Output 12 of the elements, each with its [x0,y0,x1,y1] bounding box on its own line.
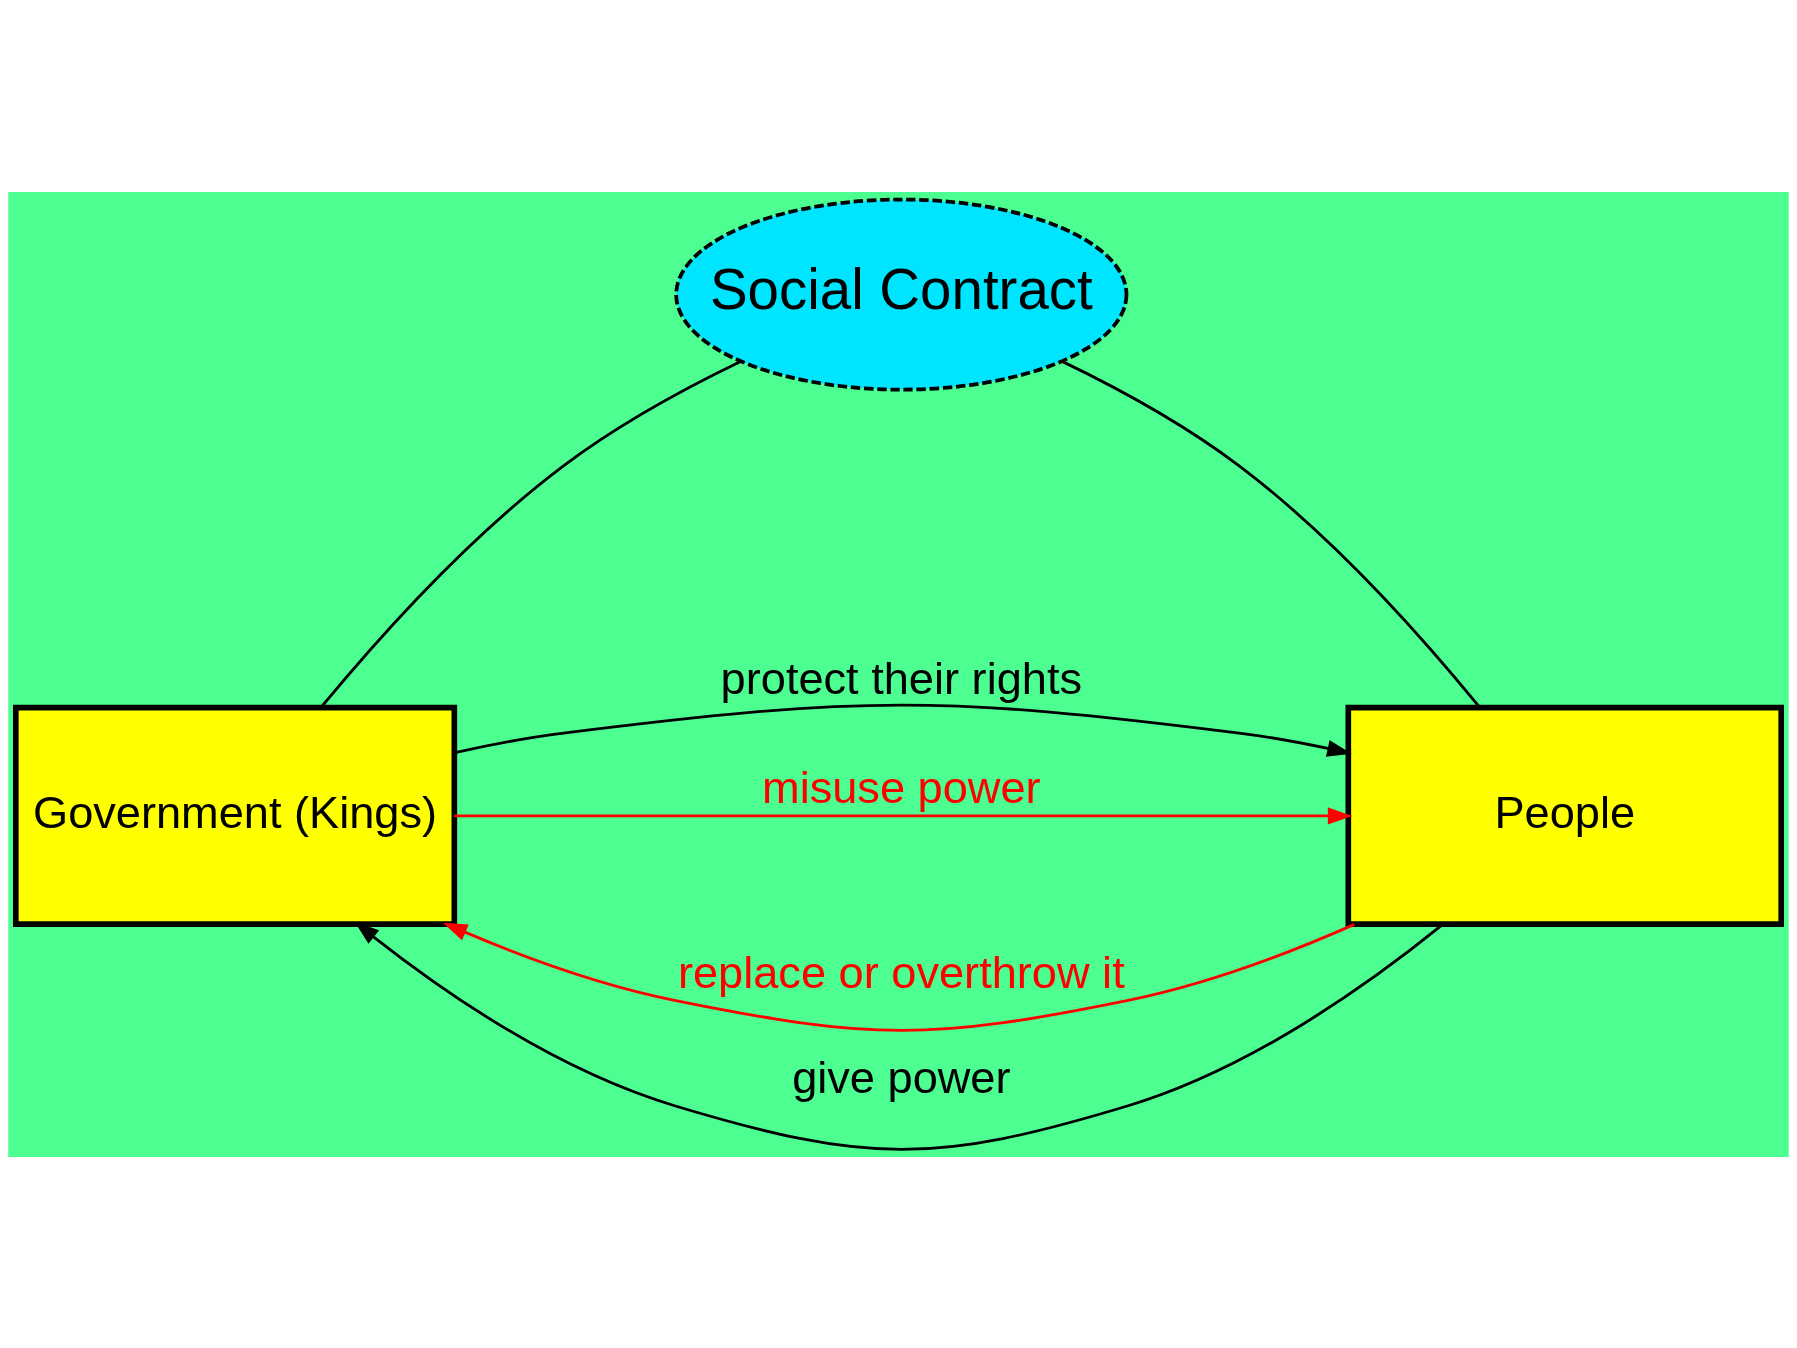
arrow [454,703,1352,757]
connector [320,359,742,708]
node-box: Government (Kings) [12,704,458,927]
node-ellipse: Social Contract [674,197,1129,391]
connector [1061,359,1481,708]
edge-label: protect their rights [720,652,1083,704]
edge-label: give power [792,1051,1011,1103]
node-box: People [1345,704,1785,927]
arrow [442,922,1355,1032]
edge-label: replace or overthrow it [677,946,1125,998]
arrow [454,806,1353,824]
edge-label: misuse power [762,761,1041,813]
